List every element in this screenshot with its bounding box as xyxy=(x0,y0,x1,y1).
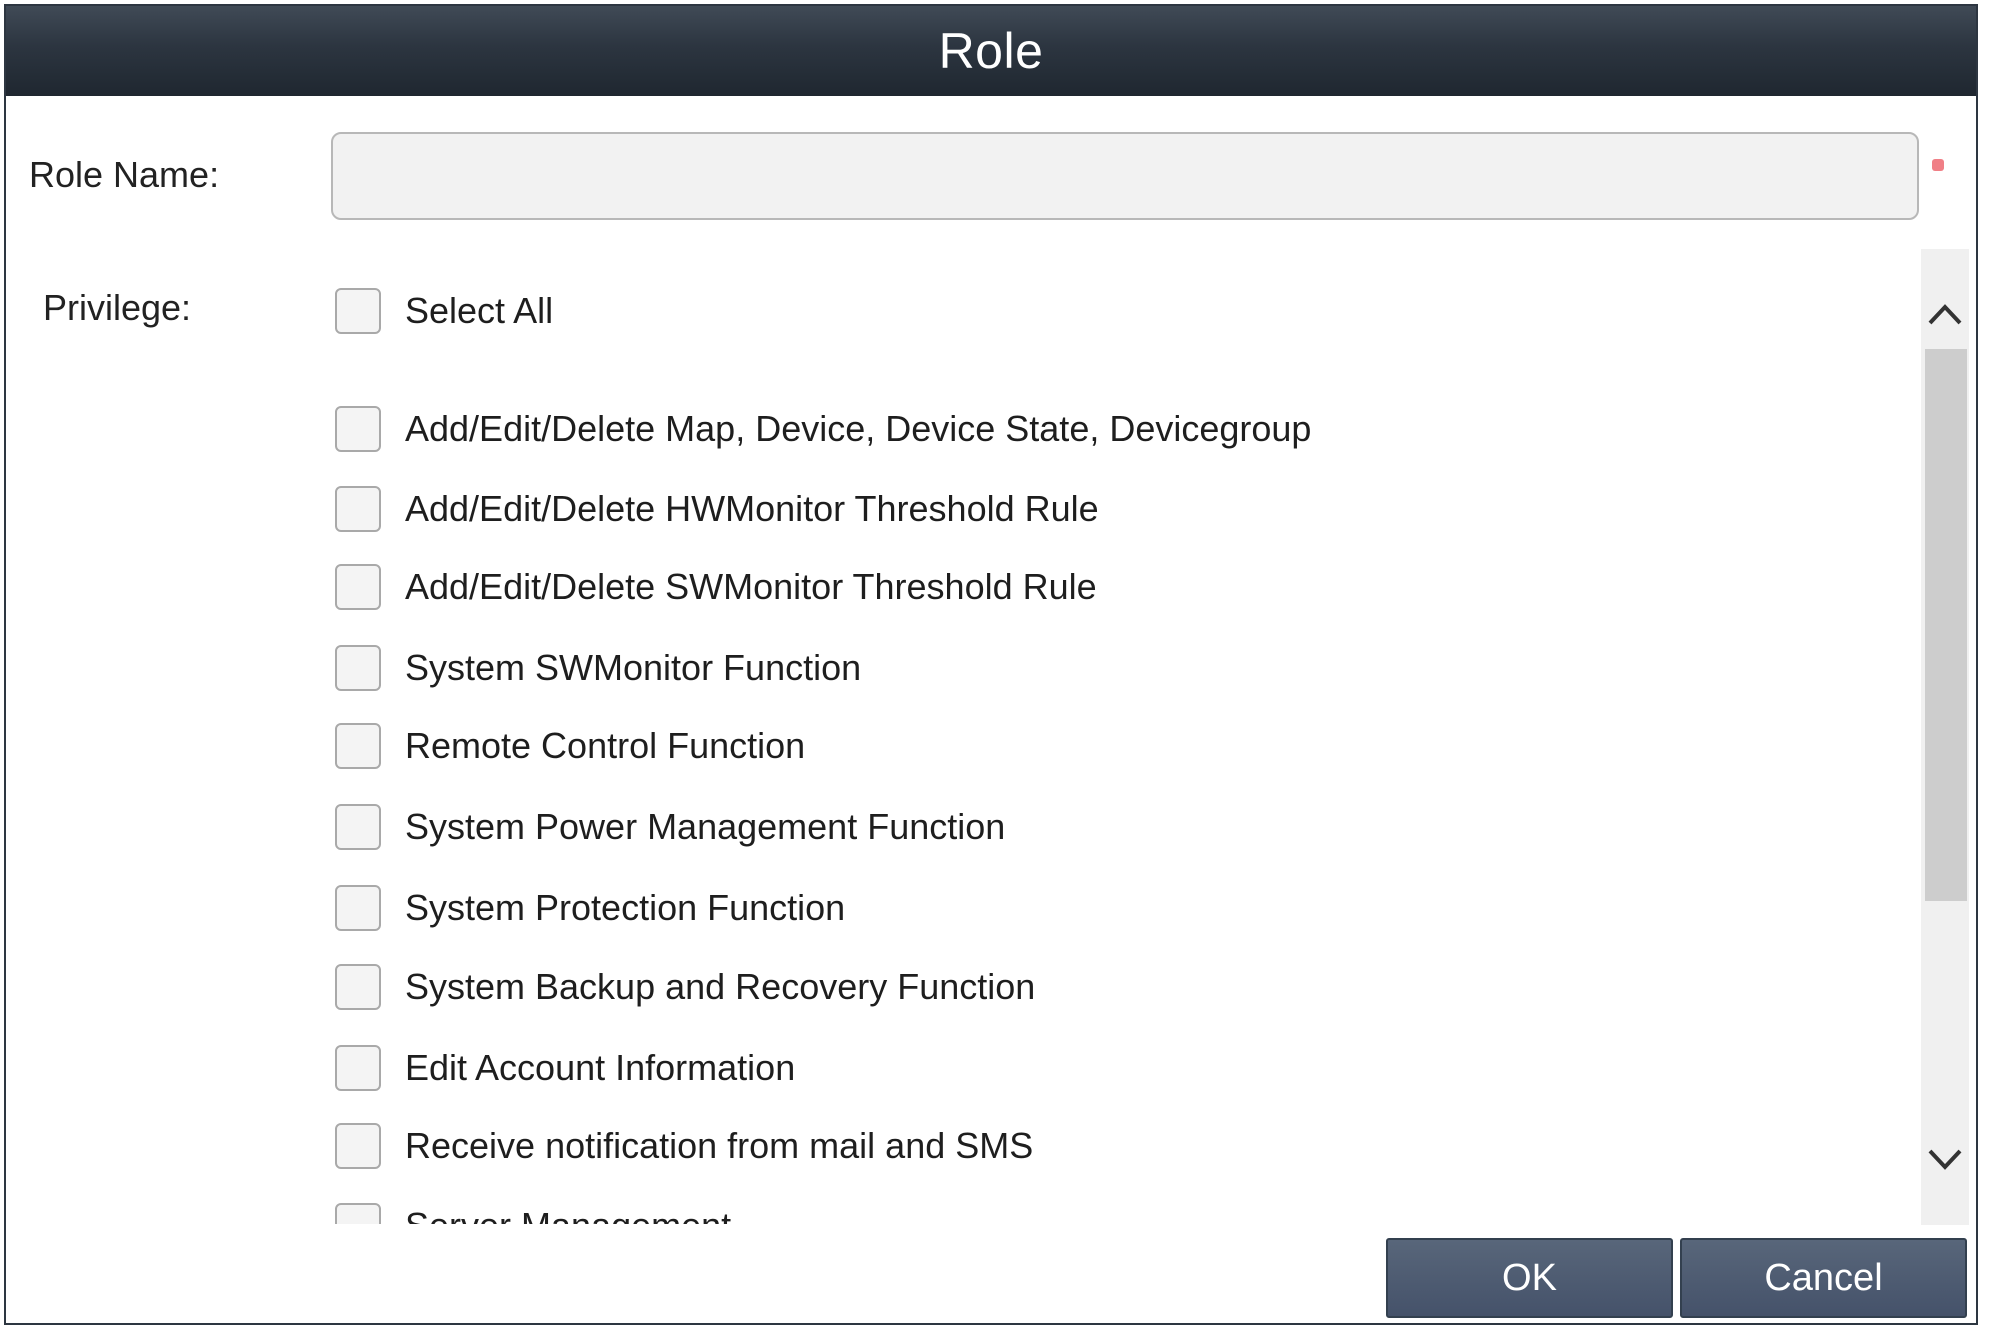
privilege-checkbox[interactable] xyxy=(335,723,381,769)
privilege-row[interactable]: Server Management xyxy=(326,1198,731,1224)
privilege-row[interactable]: Add/Edit/Delete SWMonitor Threshold Rule xyxy=(326,559,1097,615)
privilege-label: Receive notification from mail and SMS xyxy=(405,1125,1034,1166)
privilege-label: System Power Management Function xyxy=(405,806,1006,847)
privilege-list: Select All Add/Edit/Delete Map, Device, … xyxy=(326,256,1916,1224)
privilege-checkbox[interactable] xyxy=(335,964,381,1010)
required-indicator-icon xyxy=(1932,159,1944,171)
privilege-checkbox[interactable] xyxy=(335,406,381,452)
privilege-row[interactable]: Remote Control Function xyxy=(326,718,805,774)
privilege-row[interactable]: Add/Edit/Delete Map, Device, Device Stat… xyxy=(326,401,1311,457)
scroll-down-button[interactable] xyxy=(1921,1115,1969,1205)
privilege-checkbox[interactable] xyxy=(335,564,381,610)
select-all-checkbox[interactable] xyxy=(335,288,381,334)
ok-button[interactable]: OK xyxy=(1386,1238,1673,1318)
dialog-title: Role xyxy=(938,23,1044,79)
privilege-row[interactable]: System Backup and Recovery Function xyxy=(326,959,1035,1015)
privilege-label: Add/Edit/Delete SWMonitor Threshold Rule xyxy=(405,566,1097,607)
privilege-label: System SWMonitor Function xyxy=(405,647,862,688)
privilege-row[interactable]: System SWMonitor Function xyxy=(326,640,861,696)
privilege-checkbox[interactable] xyxy=(335,1203,381,1224)
privilege-row[interactable]: Receive notification from mail and SMS xyxy=(326,1118,1033,1174)
privilege-row[interactable]: Add/Edit/Delete HWMonitor Threshold Rule xyxy=(326,481,1099,537)
privilege-row[interactable]: Edit Account Information xyxy=(326,1040,795,1096)
privilege-label: Server Management xyxy=(405,1205,731,1224)
privilege-label: Remote Control Function xyxy=(405,725,806,766)
role-dialog: Role Role Name: Privilege: Select All Ad… xyxy=(4,4,1978,1325)
privilege-label: System Protection Function xyxy=(405,887,846,928)
cancel-button[interactable]: Cancel xyxy=(1680,1238,1967,1318)
privilege-label: Add/Edit/Delete Map, Device, Device Stat… xyxy=(405,408,1312,449)
role-name-label: Role Name: xyxy=(29,154,220,195)
scroll-up-button[interactable] xyxy=(1921,269,1969,359)
chevron-up-icon xyxy=(1928,304,1962,325)
privilege-row[interactable]: System Protection Function xyxy=(326,880,845,936)
privilege-checkbox[interactable] xyxy=(335,1123,381,1169)
chevron-down-icon xyxy=(1928,1149,1962,1170)
privilege-checkbox[interactable] xyxy=(335,1045,381,1091)
scroll-thumb[interactable] xyxy=(1925,349,1967,901)
privilege-checkbox[interactable] xyxy=(335,645,381,691)
privilege-label: System Backup and Recovery Function xyxy=(405,966,1036,1007)
select-all-label: Select All xyxy=(405,290,554,331)
select-all-row[interactable]: Select All xyxy=(326,283,553,339)
privilege-row[interactable]: System Power Management Function xyxy=(326,799,1005,855)
privilege-scrollbar[interactable] xyxy=(1921,249,1969,1225)
privilege-label: Add/Edit/Delete HWMonitor Threshold Rule xyxy=(405,488,1099,529)
privilege-label: Privilege: xyxy=(43,287,192,328)
privilege-checkbox[interactable] xyxy=(335,885,381,931)
dialog-title-bar: Role xyxy=(6,6,1976,96)
privilege-checkbox[interactable] xyxy=(335,486,381,532)
privilege-checkbox[interactable] xyxy=(335,804,381,850)
role-name-input[interactable] xyxy=(331,132,1919,220)
privilege-label: Edit Account Information xyxy=(405,1047,796,1088)
